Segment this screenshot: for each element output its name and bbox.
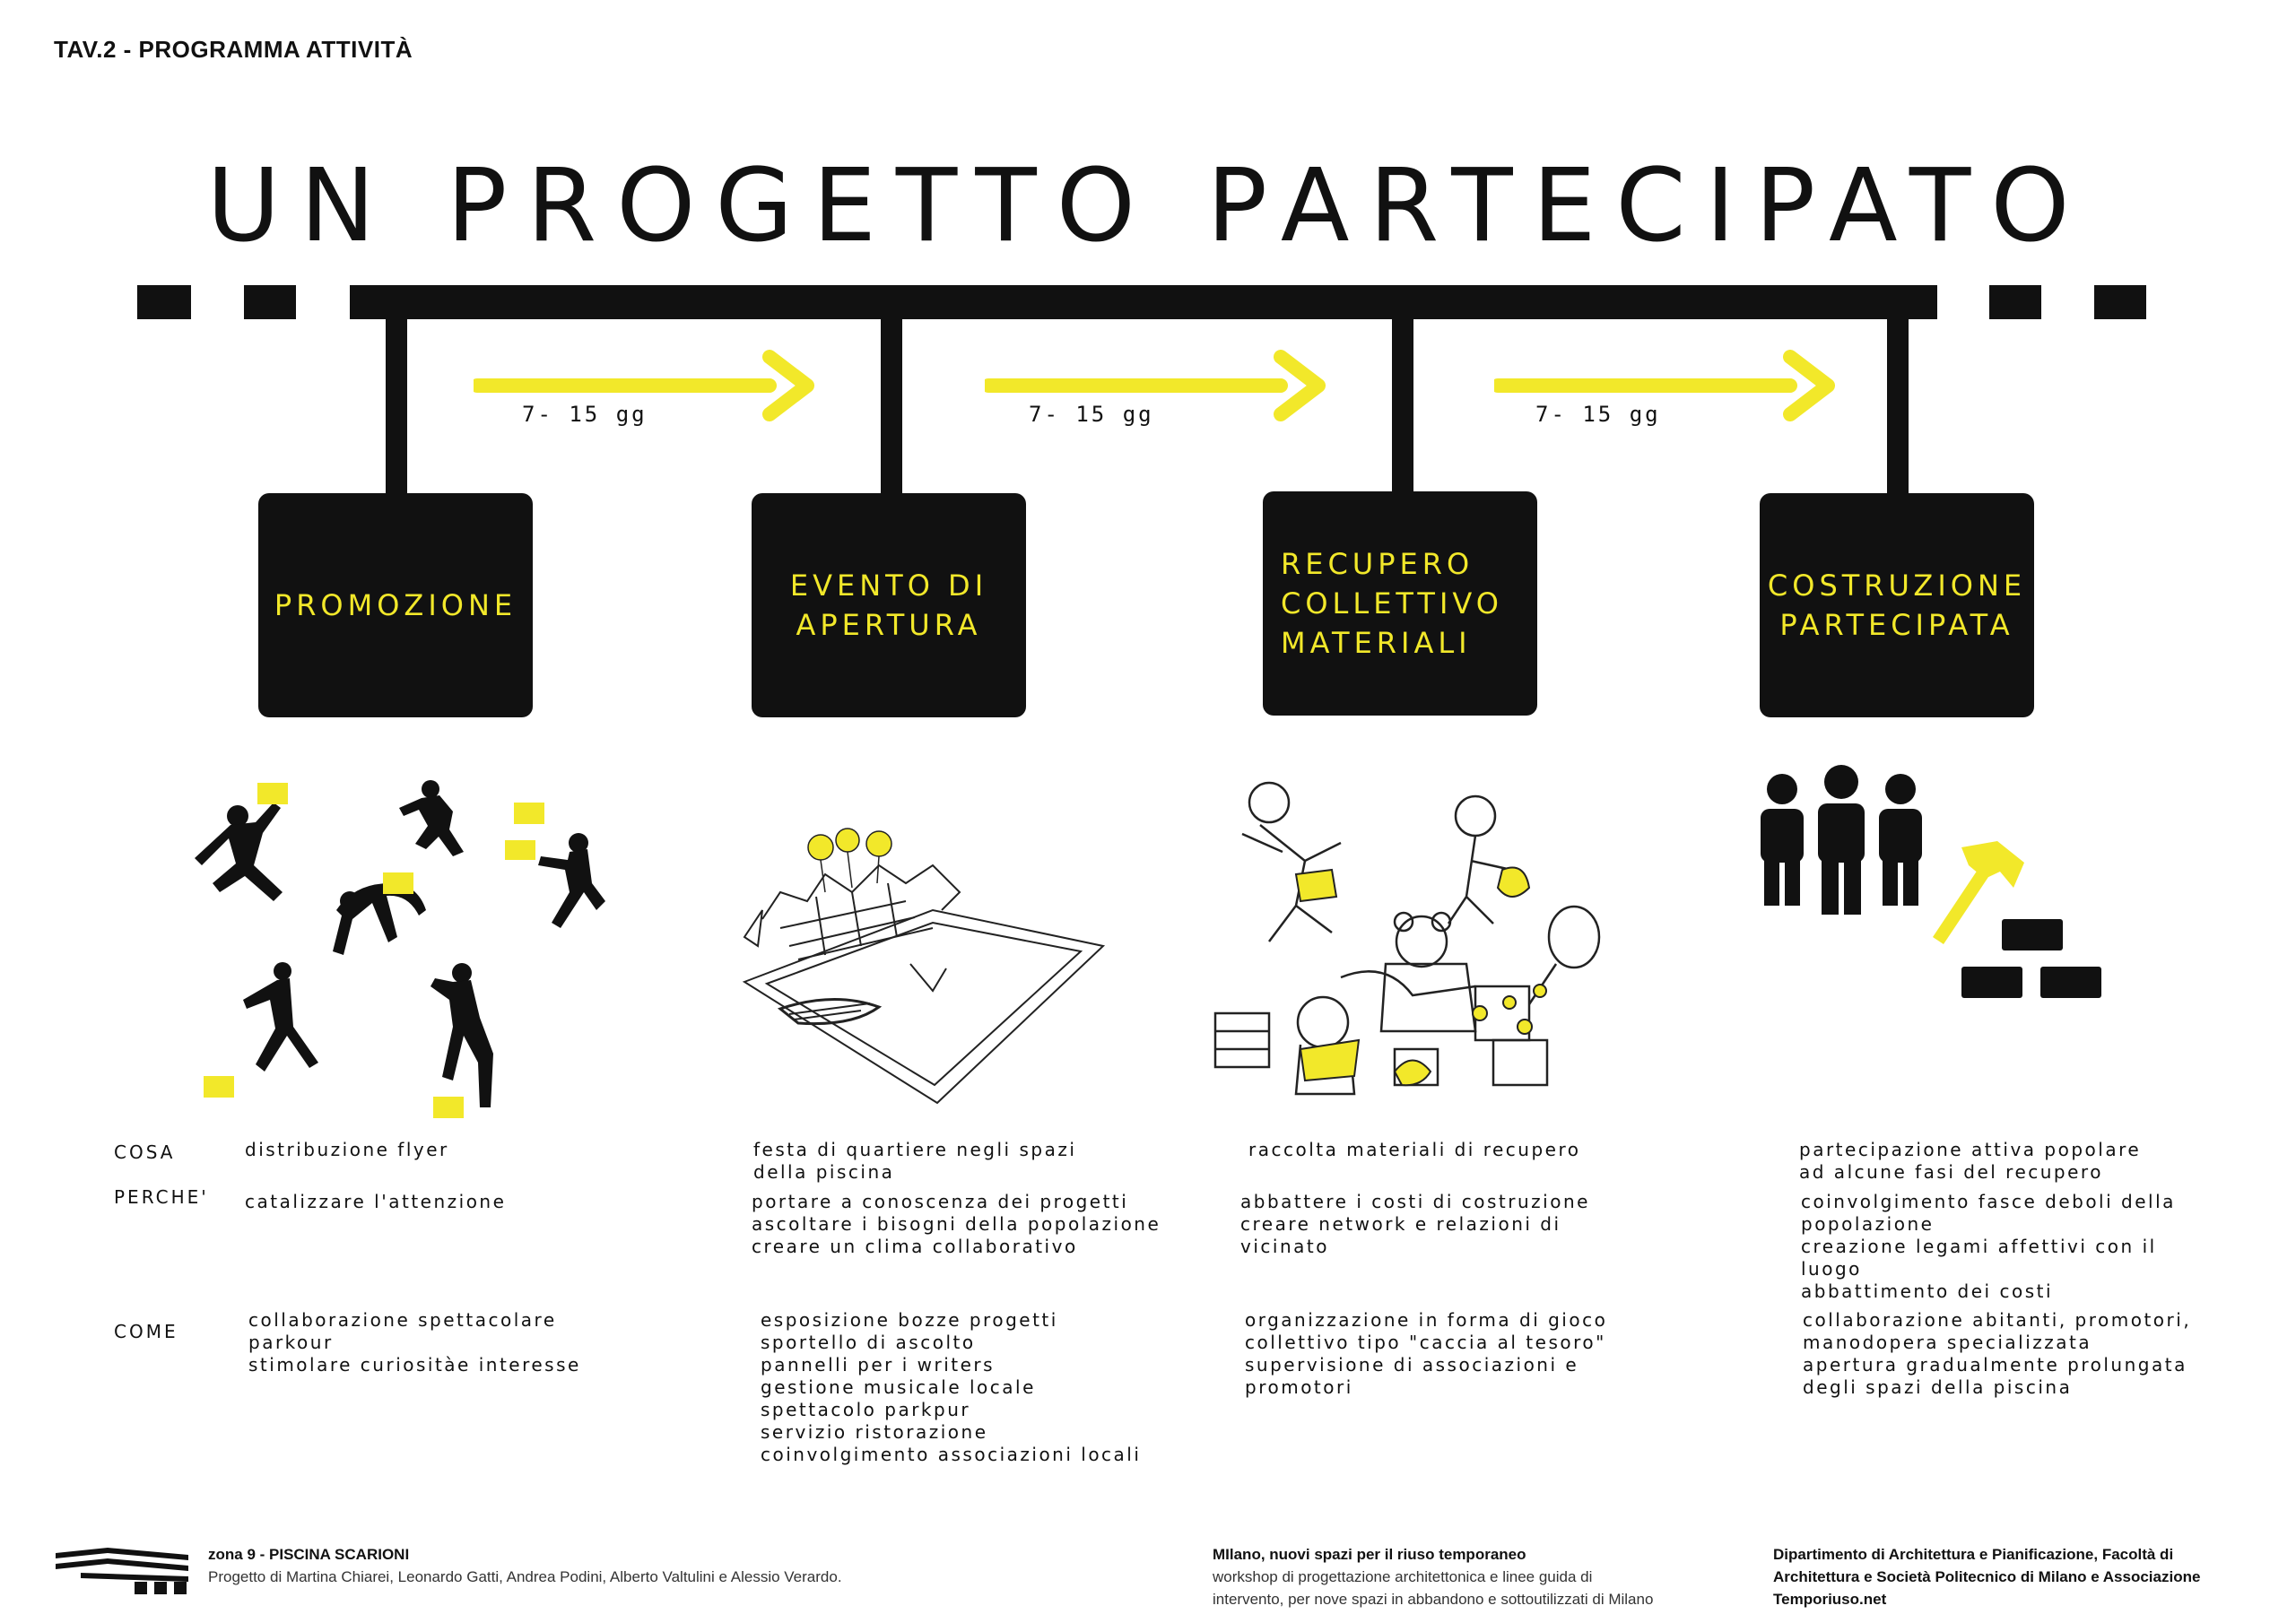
arrow-right-icon bbox=[985, 350, 1326, 421]
stage-box-costruzione: COSTRUZIONE PARTECIPATA bbox=[1760, 493, 2034, 717]
duration-label: 7- 15 gg bbox=[522, 402, 648, 427]
detail-line: stimolare curiositàe interesse bbox=[248, 1354, 581, 1376]
detail-cosa-promozione: distribuzione flyer bbox=[245, 1139, 449, 1161]
detail-line: partecipazione attiva popolare bbox=[1799, 1139, 2142, 1160]
footer-project: zona 9 - PISCINA SCARIONI Progetto di Ma… bbox=[208, 1543, 842, 1588]
pool-party-sketch-illustration bbox=[742, 828, 1106, 1105]
stage-box-promozione: PROMOZIONE bbox=[258, 493, 533, 717]
stage-box-recupero: RECUPERO COLLETTIVO MATERIALI bbox=[1263, 491, 1537, 716]
detail-cosa-costruzione: partecipazione attiva popolare ad alcune… bbox=[1799, 1139, 2141, 1184]
detail-line: abbattere i costi di costruzione bbox=[1240, 1191, 1590, 1212]
row-label-cosa: COSA bbox=[114, 1141, 176, 1163]
detail-perche-costruzione: coinvolgimento fasce deboli della popola… bbox=[1801, 1191, 2176, 1303]
detail-line: coinvolgimento fasce deboli della bbox=[1801, 1191, 2176, 1212]
workshop-title: MIlano, nuovi spazi per il riuso tempora… bbox=[1213, 1546, 1526, 1563]
arrow-right-icon bbox=[474, 350, 814, 421]
timeline-stem bbox=[386, 319, 407, 495]
detail-line: organizzazione in forma di gioco bbox=[1245, 1309, 1608, 1331]
detail-line: degli spazi della piscina bbox=[1803, 1376, 2073, 1398]
detail-come-promozione: collaborazione spettacolare parkour stim… bbox=[248, 1309, 581, 1376]
detail-come-evento: esposizione bozze progetti sportello di … bbox=[761, 1309, 1141, 1466]
timeline-dash bbox=[1989, 285, 2041, 319]
detail-line: parkour bbox=[248, 1332, 334, 1353]
detail-line: pannelli per i writers bbox=[761, 1354, 996, 1376]
timeline-dash bbox=[244, 285, 296, 319]
detail-come-recupero: organizzazione in forma di gioco collett… bbox=[1245, 1309, 1607, 1399]
detail-line: ascoltare i bisogni della popolazione bbox=[752, 1213, 1161, 1235]
detail-line: gestione musicale locale bbox=[761, 1376, 1036, 1398]
detail-line: distribuzione flyer bbox=[245, 1139, 449, 1160]
detail-line: promotori bbox=[1245, 1376, 1353, 1398]
timeline-bar bbox=[350, 285, 1937, 319]
detail-line: supervisione di associazioni e bbox=[1245, 1354, 1579, 1376]
sheet-label: TAV.2 - PROGRAMMA ATTIVITÀ bbox=[54, 36, 413, 63]
arrow-right-icon bbox=[1494, 350, 1835, 421]
detail-line: popolazione bbox=[1801, 1213, 1935, 1235]
detail-perche-evento: portare a conoscenza dei progetti ascolt… bbox=[752, 1191, 1161, 1258]
detail-line: apertura gradualmente prolungata bbox=[1803, 1354, 2187, 1376]
timeline-dash bbox=[137, 285, 191, 319]
building-logo-icon bbox=[56, 1548, 188, 1594]
parkour-silhouettes-illustration bbox=[195, 780, 605, 1118]
detail-cosa-evento: festa di quartiere negli spazi della pis… bbox=[753, 1139, 1076, 1184]
page-title: UN PROGETTO PARTECIPATO bbox=[206, 148, 2090, 265]
detail-line: creazione legami affettivi con il bbox=[1801, 1236, 2157, 1257]
row-label-come: COME bbox=[114, 1321, 178, 1342]
zone-title: zona 9 - PISCINA SCARIONI bbox=[208, 1546, 410, 1563]
timeline-stem bbox=[881, 319, 902, 495]
detail-line: portare a conoscenza dei progetti bbox=[752, 1191, 1129, 1212]
detail-come-costruzione: collaborazione abitanti, promotori, mano… bbox=[1803, 1309, 2191, 1399]
detail-line: catalizzare l'attenzione bbox=[245, 1191, 507, 1212]
detail-line: creare network e relazioni di bbox=[1240, 1213, 1561, 1235]
detail-line: della piscina bbox=[753, 1161, 895, 1183]
workshop-line: workshop di progettazione architettonica… bbox=[1213, 1568, 1593, 1585]
detail-line: collettivo tipo "caccia al tesoro" bbox=[1245, 1332, 1606, 1353]
detail-line: spettacolo parkpur bbox=[761, 1399, 971, 1420]
dept-line: Temporiuso.net bbox=[1773, 1591, 1887, 1608]
detail-line: luogo bbox=[1801, 1258, 1862, 1280]
detail-line: abbattimento dei costi bbox=[1801, 1280, 2054, 1302]
timeline-dash bbox=[2094, 285, 2146, 319]
materials-collection-cartoon-illustration bbox=[1213, 781, 1601, 1096]
detail-line: coinvolgimento associazioni locali bbox=[761, 1444, 1142, 1465]
detail-line: vicinato bbox=[1240, 1236, 1329, 1257]
detail-line: creare un clima collaborativo bbox=[752, 1236, 1078, 1257]
detail-line: servizio ristorazione bbox=[761, 1421, 988, 1443]
detail-perche-recupero: abbattere i costi di costruzione creare … bbox=[1240, 1191, 1590, 1258]
footer-workshop: MIlano, nuovi spazi per il riuso tempora… bbox=[1213, 1543, 1653, 1610]
authors-line: Progetto di Martina Chiarei, Leonardo Ga… bbox=[208, 1568, 842, 1585]
row-label-perche: PERCHE' bbox=[114, 1186, 209, 1208]
detail-cosa-recupero: raccolta materiali di recupero bbox=[1248, 1139, 1581, 1161]
workshop-line: intervento, per nove spazi in abbandono … bbox=[1213, 1591, 1654, 1608]
timeline-stem bbox=[1392, 319, 1413, 495]
detail-line: raccolta materiali di recupero bbox=[1248, 1139, 1581, 1160]
detail-perche-promozione: catalizzare l'attenzione bbox=[245, 1191, 506, 1213]
detail-line: ad alcune fasi del recupero bbox=[1799, 1161, 2103, 1183]
duration-label: 7- 15 gg bbox=[1535, 402, 1661, 427]
duration-label: 7- 15 gg bbox=[1029, 402, 1154, 427]
dept-line: Dipartimento di Architettura e Pianifica… bbox=[1773, 1546, 2174, 1563]
detail-line: festa di quartiere negli spazi bbox=[753, 1139, 1077, 1160]
detail-line: sportello di ascolto bbox=[761, 1332, 976, 1353]
detail-line: collaborazione spettacolare bbox=[248, 1309, 557, 1331]
detail-line: esposizione bozze progetti bbox=[761, 1309, 1058, 1331]
timeline-stem bbox=[1887, 319, 1909, 495]
detail-line: collaborazione abitanti, promotori, bbox=[1803, 1309, 2192, 1331]
detail-line: manodopera specializzata bbox=[1803, 1332, 2092, 1353]
stage-box-evento: EVENTO DI APERTURA bbox=[752, 493, 1026, 717]
people-hammer-bricks-icon bbox=[1761, 765, 2101, 998]
dept-line: Architettura e Società Politecnico di Mi… bbox=[1773, 1568, 2201, 1585]
footer-department: Dipartimento di Architettura e Pianifica… bbox=[1773, 1543, 2200, 1610]
